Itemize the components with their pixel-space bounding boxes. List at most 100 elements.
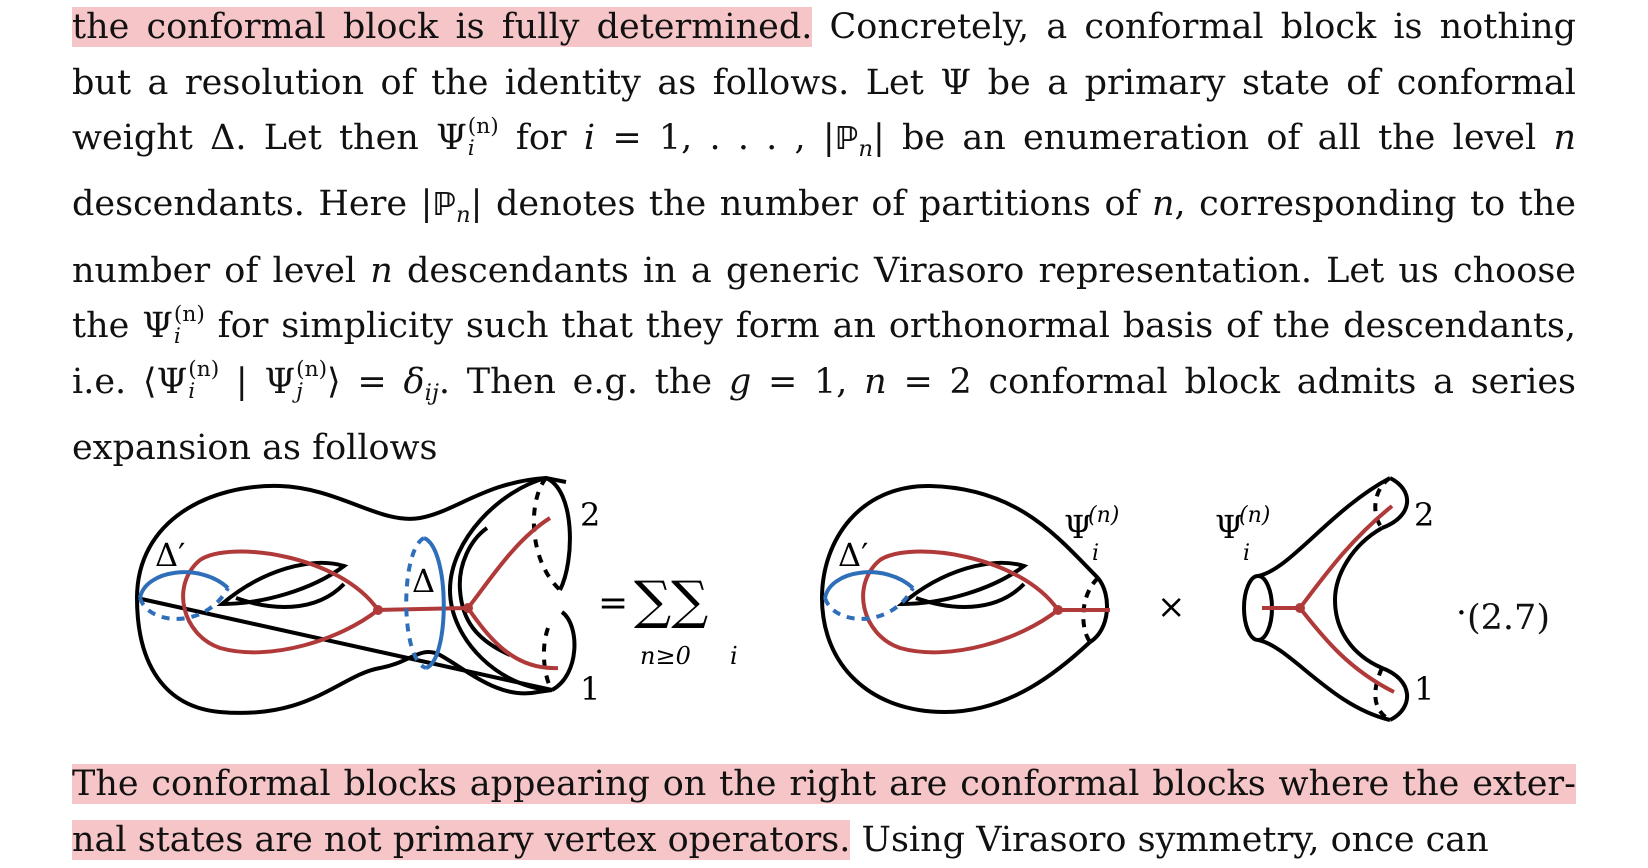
psi-symbol: Ψ [264,361,296,402]
left-boundary-2 [545,476,572,591]
sup-n: (n) [188,357,220,383]
middle-vertex [1053,605,1063,615]
text-run: descendants in a generic Virasoro repres… [72,250,1576,347]
var-g: g [728,361,752,402]
text-run: for simplicity such that they form an or… [72,306,1576,402]
var-n: n [864,361,887,402]
right-outline [1257,476,1391,722]
paragraph-2: The conformal blocks appearing on the ri… [72,757,1576,868]
middle-psi-sub: i [1092,541,1099,566]
text-run: | [219,361,265,402]
equals-sign: = [598,583,628,624]
right-boundary-2 [1381,476,1409,530]
sub-j: j [296,379,303,405]
left-surface-outline [134,475,567,715]
right-vertex [1295,603,1305,613]
left-blue-cycle-dash [138,587,230,621]
middle-blue-cycle-dash [823,587,915,621]
left-boundary-1-dash [541,627,554,692]
psi-symbol: Ψ [156,361,188,402]
text-run: | denotes the number of partitions of [470,184,1152,225]
left-hole [216,560,349,607]
sum-index-i: i [730,642,738,670]
left-handle-cup [457,526,511,657]
var-n: n [370,250,393,291]
middle-blue-cycle [823,570,915,599]
left-surface-diagram: Δ′ Δ 2 1 [134,475,600,715]
times-sign: × [1157,587,1186,627]
right-inner-cup [1332,526,1383,670]
text-run: = 2 conformal block admits a series expa… [72,361,1576,468]
text-run: ⟩ = [327,361,404,402]
psi-symbol: Ψ [940,62,972,103]
text-run: , corresponding to the number of level [72,184,1576,291]
right-label-2: 2 [1414,496,1434,534]
middle-hole [896,560,1029,607]
sub-n: n [456,202,471,229]
text-run: be a primary state of conformal weight [72,62,1577,159]
var-n: n [1152,184,1175,225]
kronecker-delta: δ [403,361,425,402]
left-vertex-1 [373,605,383,615]
right-psi-sup: (n) [1239,503,1270,528]
highlighted-sentence-1: the conformal block is fully determined. [72,7,813,47]
sub-i: i [173,323,181,349]
sup-n: (n) [296,357,328,383]
partition-set-symbol: ℙ [432,187,456,224]
text-run: descendants. Here | [72,184,433,225]
text-run: for [498,118,584,158]
right-boundary-1 [1381,666,1409,722]
label-delta-prime: Δ′ [155,536,185,574]
psi-indices: (n)i [188,359,219,402]
right-psi-sub: i [1243,541,1250,566]
text-run: . Then e.g. the [438,361,729,402]
text-run: . Let then [235,118,437,158]
label-1: 1 [580,670,600,708]
right-surface-diagram: Ψ (n) i 2 1 [1215,476,1434,722]
right-label-1: 1 [1414,670,1434,708]
label-delta: Δ [412,562,435,600]
left-red-loop [181,549,381,655]
text-run: Concretely, a conformal block is nothing… [72,7,1577,103]
middle-psi-sup: (n) [1088,503,1119,528]
left-outer-arc-top [447,476,553,692]
sup-n: (n) [173,301,205,327]
var-i: i [583,118,596,158]
right-boundary-1-dash [1373,667,1392,722]
sub-n: n [858,135,873,162]
left-red-branch-up [466,516,552,610]
psi-indices: (n)i [174,304,205,347]
middle-surface-diagram: Δ′ Ψ (n) i [819,483,1119,715]
left-red-branch-down [466,606,559,671]
left-vertex-2 [463,603,473,613]
middle-surface-outline [819,483,1100,715]
equation-number: (2.7) [1467,598,1550,638]
middle-red-loop [861,549,1061,655]
right-red-down [1298,606,1395,694]
label-2: 2 [580,496,600,534]
text-run: Using Virasoro symmetry, once can [850,819,1489,860]
right-red-up [1298,504,1394,610]
sub-ij: ij [424,379,439,406]
text-run: = 1, . . . , | [595,118,835,158]
left-boundary-1 [550,610,577,692]
middle-psi: Ψ [1064,508,1092,546]
sup-n: (n) [467,113,499,139]
psi-symbol: Ψ [436,118,467,158]
left-blue-neck [422,536,446,670]
middle-hole-lower [915,582,1026,609]
partition-set-symbol: ℙ [834,121,859,157]
sub-i: i [188,379,196,405]
psi-indices: (n)j [296,359,327,402]
text-run: | be an enumeration of all the level [872,118,1554,158]
conformal-block-equation: Δ′ Δ 2 1 = ∑∑ n≥0 i Δ′ Ψ (n) i × Ψ (n) i [134,475,1467,722]
paragraph-1: the conformal block is fully determined.… [72,0,1576,476]
left-red-edge [377,606,469,612]
right-boundary-2-dash [1373,476,1392,530]
left-blue-neck-dash [404,536,428,670]
right-psi: Ψ [1215,508,1243,546]
text-run: = 1, [751,361,865,402]
double-sum: ∑∑ [634,571,708,631]
middle-label-delta-prime: Δ′ [838,536,868,574]
left-boundary-2-dash [531,476,562,592]
